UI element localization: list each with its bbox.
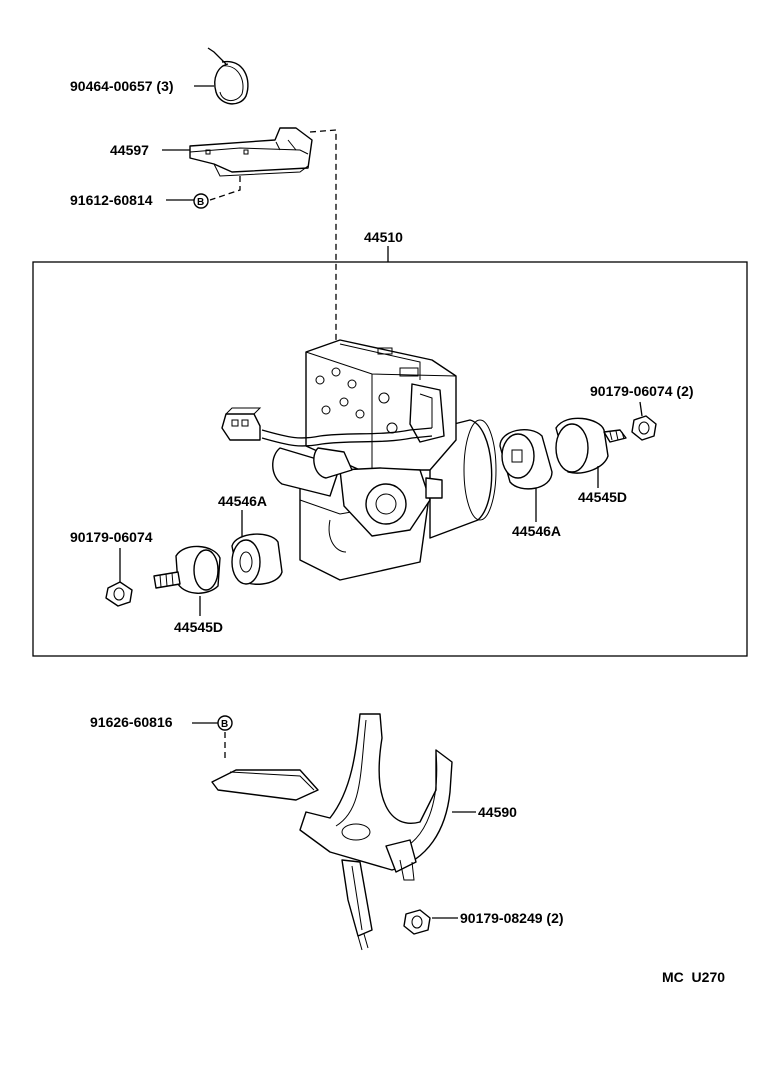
label-90179-06074: 90179-06074	[70, 529, 153, 545]
label-44546a-left: 44546A	[218, 493, 267, 509]
label-44590: 44590	[478, 804, 517, 820]
dashed-mount-line	[309, 129, 337, 360]
bracket-44590-drawing	[211, 713, 453, 951]
cushion-44546a-left-drawing	[231, 533, 283, 585]
label-90179-06074-2: 90179-06074 (2)	[590, 383, 694, 399]
label-44545d-right: 44545D	[578, 489, 627, 505]
label-91612-60814: 91612-60814	[70, 192, 153, 208]
bracket-44597-drawing	[189, 127, 313, 177]
assembly-44510-frame	[32, 261, 748, 657]
nut-90179-06074-right-drawing	[631, 415, 657, 441]
bolt-marker-b-upper: B	[193, 193, 209, 209]
nut-90179-06074-left-drawing	[105, 581, 133, 607]
insulator-44545d-right-drawing	[555, 417, 627, 474]
label-44545d-left: 44545D	[174, 619, 223, 635]
insulator-44545d-left-drawing	[153, 545, 221, 594]
nut-90179-08249-drawing	[403, 909, 431, 935]
leader-90179-06074-2	[639, 401, 643, 417]
bolt-marker-letter-lower: B	[221, 719, 228, 730]
abs-actuator-drawing	[221, 339, 497, 581]
cushion-44546a-right-drawing	[499, 428, 553, 490]
label-90179-08249-2: 90179-08249 (2)	[460, 910, 564, 926]
label-91626-60816: 91626-60816	[90, 714, 173, 730]
label-90464-00657: 90464-00657 (3)	[70, 78, 174, 94]
diagram-code: MC U270	[662, 969, 725, 985]
clamp-90464-drawing	[207, 47, 249, 105]
label-44510: 44510	[364, 229, 403, 245]
dashed-bolt-line-upper	[209, 176, 241, 201]
label-44597: 44597	[110, 142, 149, 158]
bolt-marker-letter-upper: B	[197, 197, 204, 208]
label-44546a-right: 44546A	[512, 523, 561, 539]
bolt-marker-b-lower: B	[217, 715, 233, 731]
